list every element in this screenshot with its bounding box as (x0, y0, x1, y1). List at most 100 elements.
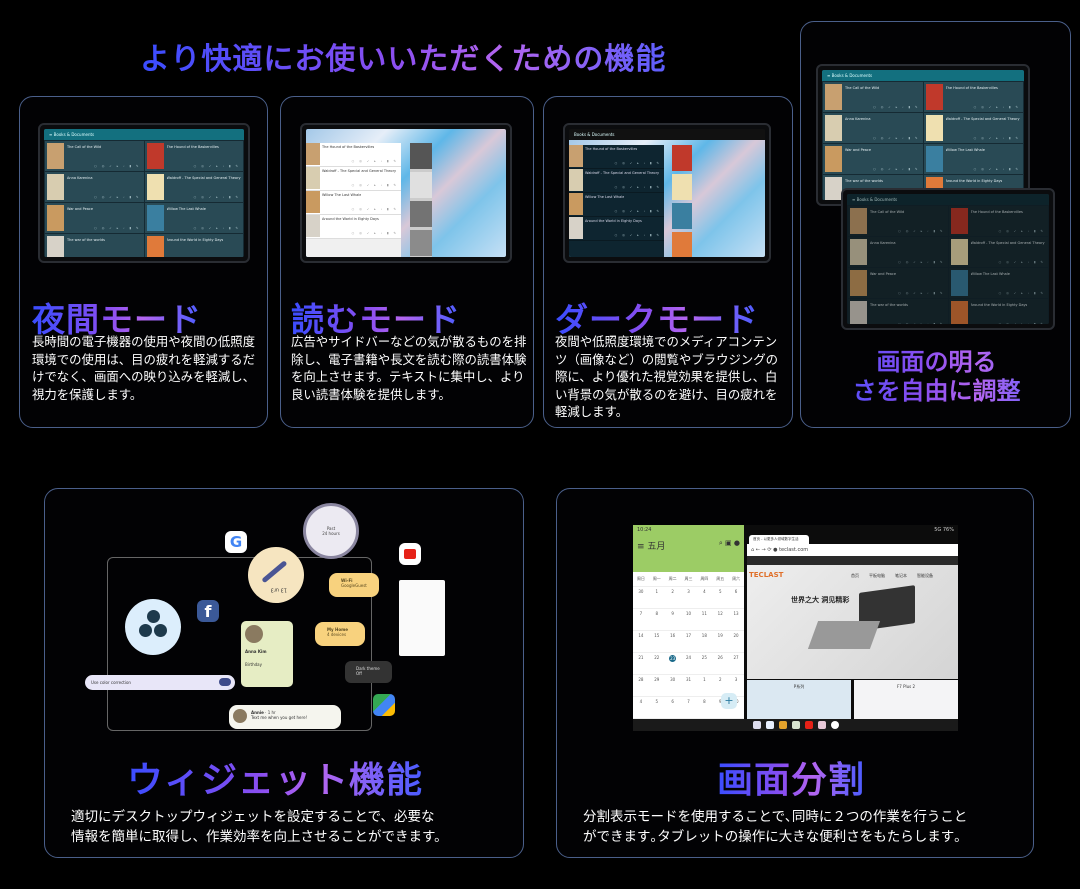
youtube-icon[interactable] (804, 721, 813, 729)
calendar-day[interactable]: 30 (670, 677, 676, 682)
calendar-day[interactable]: 23 (669, 655, 677, 662)
calendar-day[interactable]: 26 (717, 655, 723, 660)
book-item[interactable]: The Hound of the Baskervilles○ ◎ ✓ ▸ ‹ ▮… (144, 141, 243, 171)
book-item[interactable]: The war of the worlds○ ◎ ✓ ▸ ‹ ▮ ✎ (848, 299, 948, 324)
calendar-day[interactable]: 3 (734, 677, 738, 682)
book-item[interactable]: The Hound of the Baskervilles○ ◎ ✓ ▸ ‹ ▮… (923, 82, 1023, 112)
card-title: 画面の明る さを自由に調整 (801, 348, 1072, 406)
browser-tab[interactable]: 首页 - 以更多人领域数字生活 (749, 535, 809, 544)
book-item[interactable]: The Call of the Wild○ ◎ ✓ ▸ ‹ ▮ ✎ (45, 141, 144, 171)
book-item[interactable]: The Hound of the Baskervilles○ ◎ ✓ ▸ ‹ ▮… (569, 145, 664, 169)
calendar-day[interactable]: 6 (734, 589, 738, 594)
calendar-day[interactable]: 16 (670, 633, 676, 638)
calendar-day[interactable]: 10 (685, 611, 692, 616)
calendar-day[interactable]: 4 (639, 699, 643, 704)
book-item[interactable]: Waldroff - The Special and General Theor… (923, 113, 1023, 143)
calendar-day[interactable]: 18 (701, 633, 707, 638)
book-item[interactable]: Around the World in Eighty Days○ ◎ ✓ ▸ ‹… (569, 217, 664, 241)
book-item[interactable]: Anna Karenina○ ◎ ✓ ▸ ‹ ▮ ✎ (823, 113, 923, 143)
card-description: 適切にデスクトップウィジェットを設定することで、必要な情報を簡単に取得し、作業効… (71, 809, 448, 845)
book-item[interactable]: Willow The Last Whale○ ◎ ✓ ▸ ‹ ▮ ✎ (923, 144, 1023, 174)
calendar-day[interactable]: 14 (638, 633, 644, 638)
site-nav-item[interactable]: 笔记本 (895, 573, 907, 578)
calendar-day[interactable]: 9 (671, 611, 674, 616)
calendar-day[interactable]: 5 (718, 589, 722, 594)
book-item[interactable]: The Hound of the Baskervilles○ ◎ ✓ ▸ ‹ ▮… (948, 206, 1048, 236)
app-bar: ≡ Books & Documents (44, 129, 244, 140)
calendar-day[interactable]: 13 (733, 611, 739, 616)
book-item[interactable]: The Hound of the Baskervilles○ ◎ ✓ ▸ ‹ ▮… (306, 143, 401, 167)
book-item[interactable]: Anna Karenina○ ◎ ✓ ▸ ‹ ▮ ✎ (848, 237, 948, 267)
calendar-day[interactable]: 31 (685, 677, 692, 682)
calendar-day[interactable]: 9 (712, 699, 728, 718)
calendar-day[interactable]: 25 (701, 655, 707, 660)
chrome-icon[interactable] (778, 721, 787, 729)
calendar-day[interactable]: 21 (638, 655, 644, 660)
camera-icon[interactable] (817, 721, 826, 729)
calendar-day[interactable]: 2 (718, 677, 722, 682)
book-item[interactable]: Anna Karenina○ ◎ ✓ ▸ ‹ ▮ ✎ (45, 172, 144, 202)
calendar-day[interactable]: 8 (703, 699, 706, 704)
calendar-day[interactable]: 27 (733, 655, 739, 660)
calendar-day[interactable]: 6 (671, 699, 674, 704)
card-description: 分割表示モードを使用することで､同時に２つの作業を行うことができます｡タブレット… (583, 809, 968, 845)
page-title: より快適にお使いいただくための機能 (140, 34, 700, 78)
calendar-day[interactable]: 30 (638, 589, 644, 594)
calendar-day[interactable]: 7 (687, 699, 690, 704)
book-item[interactable]: Willow The Last Whale○ ◎ ✓ ▸ ‹ ▮ ✎ (144, 203, 243, 233)
calendar-day[interactable]: 11 (701, 611, 707, 616)
calendar-month[interactable]: 五月 (647, 542, 666, 552)
calendar-day[interactable]: 19 (717, 633, 723, 638)
calendar-day[interactable]: 5 (655, 699, 659, 704)
book-item[interactable]: War and Peace○ ◎ ✓ ▸ ‹ ▮ ✎ (45, 203, 144, 233)
calendar-day[interactable]: 4 (703, 589, 706, 594)
calendar-day[interactable]: 8 (655, 611, 659, 616)
add-event-button[interactable]: + (721, 693, 737, 709)
calendar-day[interactable]: 1 (655, 589, 659, 594)
book-item[interactable]: Willow The Last Whale○ ◎ ✓ ▸ ‹ ▮ ✎ (569, 193, 664, 217)
book-item[interactable]: The war of the worlds○ ◎ ✓ ▸ ‹ ▮ ✎ (45, 234, 144, 257)
book-item[interactable]: Waldroff - The Special and General Theor… (948, 237, 1048, 267)
messages-icon[interactable] (765, 721, 774, 729)
book-item[interactable]: Around the World in Eighty Days○ ◎ ✓ ▸ ‹… (306, 215, 401, 239)
calendar-day[interactable]: 22 (654, 655, 660, 660)
calendar-day[interactable]: 29 (654, 677, 660, 682)
site-nav-item[interactable]: 智能设备 (917, 573, 933, 578)
book-item[interactable]: The Call of the Wild○ ◎ ✓ ▸ ‹ ▮ ✎ (823, 82, 923, 112)
calendar-day[interactable]: 15 (654, 633, 660, 638)
apps-icon[interactable] (830, 721, 839, 729)
color-correction-toggle[interactable]: Use color correction (85, 675, 235, 690)
calendar-day[interactable]: 24 (685, 655, 692, 660)
contacts-icon[interactable] (791, 721, 800, 729)
book-item[interactable]: Around the World in Eighty Days○ ◎ ✓ ▸ ‹… (144, 234, 243, 257)
url-bar[interactable]: teclast.com (779, 547, 809, 553)
calendar-day[interactable]: 20 (733, 633, 739, 638)
site-nav-item[interactable]: 平板电脑 (869, 573, 885, 578)
book-item[interactable]: Waldroff - The Special and General Theor… (306, 167, 401, 191)
book-item[interactable]: The Call of the Wild○ ◎ ✓ ▸ ‹ ▮ ✎ (848, 206, 948, 236)
calendar-day[interactable]: 1 (703, 677, 706, 682)
calendar-day[interactable]: 7 (639, 611, 643, 616)
site-nav-item[interactable]: 首页 (851, 573, 859, 578)
book-item[interactable]: War and Peace○ ◎ ✓ ▸ ‹ ▮ ✎ (848, 268, 948, 298)
calendar-day[interactable]: 2 (671, 589, 674, 594)
book-item[interactable]: Waldroff - The Special and General Theor… (144, 172, 243, 202)
book-item[interactable]: Around the World in Eighty Days○ ◎ ✓ ▸ ‹… (948, 299, 1048, 324)
calendar-day[interactable]: 3 (687, 589, 690, 594)
book-item[interactable]: Waldroff - The Special and General Theor… (569, 169, 664, 193)
card-dark-mode: Books & Documents The Hound of the Baske… (543, 96, 793, 428)
book-item[interactable]: War and Peace○ ◎ ✓ ▸ ‹ ▮ ✎ (823, 144, 923, 174)
book-item[interactable]: Willow The Last Whale○ ◎ ✓ ▸ ‹ ▮ ✎ (948, 268, 1048, 298)
phone-icon[interactable] (752, 721, 761, 729)
calendar-day[interactable]: 28 (638, 677, 644, 682)
calendar-day[interactable]: 12 (717, 611, 723, 616)
book-item[interactable]: Willow The Last Whale○ ◎ ✓ ▸ ‹ ▮ ✎ (306, 191, 401, 215)
calendar-day[interactable]: 17 (685, 633, 692, 638)
